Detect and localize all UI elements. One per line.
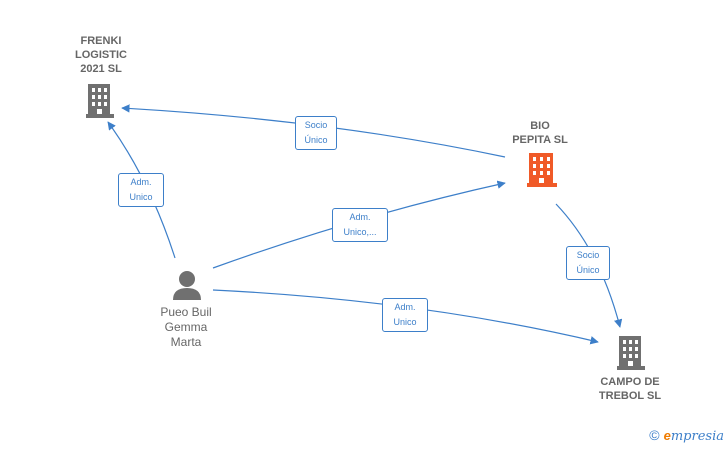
node-label-bio[interactable]: BIO PEPITA SL bbox=[512, 120, 568, 146]
building-icon[interactable] bbox=[617, 336, 645, 370]
node-label-campo[interactable]: CAMPO DE TREBOL SL bbox=[598, 376, 662, 402]
edge-label-person-bio: Adm. Unico,... bbox=[332, 208, 388, 242]
brand-watermark: ©empresia bbox=[649, 427, 724, 444]
building-icon[interactable] bbox=[86, 84, 114, 118]
person-icon[interactable] bbox=[173, 271, 201, 300]
copyright-icon: © bbox=[649, 427, 660, 443]
node-label-person[interactable]: Pueo Buil Gemma Marta bbox=[160, 305, 212, 349]
node-label-frenki[interactable]: FRENKI LOGISTIC 2021 SL bbox=[75, 35, 127, 75]
building-icon[interactable] bbox=[527, 153, 557, 187]
edge-label-person-frenki: Adm. Unico bbox=[118, 173, 164, 207]
edge-label-person-campo: Adm. Unico bbox=[382, 298, 428, 332]
brand-logo-letter: e bbox=[663, 428, 671, 443]
edge-label-bio-frenki: Socio Único bbox=[295, 116, 337, 150]
brand-logo-text: mpresia bbox=[670, 429, 724, 444]
edge-label-bio-campo: Socio Único bbox=[566, 246, 610, 280]
